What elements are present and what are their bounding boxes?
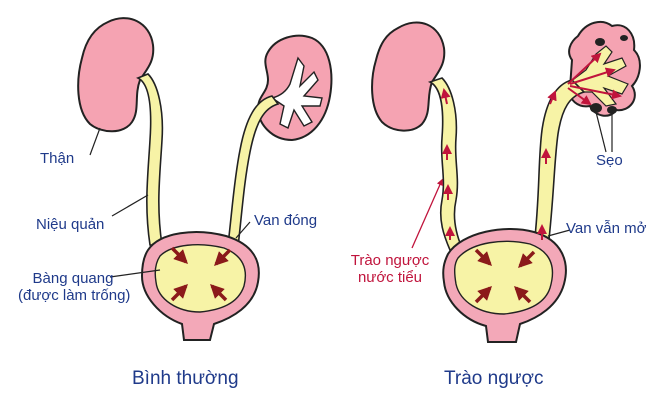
bladder-reflux-lumen: [453, 240, 554, 315]
caption-normal: Bình thường: [132, 368, 239, 389]
caption-reflux: Trào ngược: [444, 368, 544, 389]
label-ureter: Niệu quản: [36, 216, 105, 233]
reflux-flow-arrows: [440, 52, 622, 240]
label-urine-reflux: Trào ngược nước tiểu: [344, 252, 436, 286]
bladder-normal-lumen: [154, 244, 247, 313]
reflux-pointer: [411, 178, 443, 249]
ureter-left-normal: [136, 73, 164, 246]
label-reflux-line1: Trào ngược: [350, 252, 430, 269]
leader-lines-reflux: [547, 111, 613, 237]
leader-lines-normal: [89, 127, 251, 278]
kidney-scars: [590, 35, 628, 114]
reflux-diagram-panel: [371, 20, 641, 343]
normal-diagram: [77, 17, 333, 341]
kidney-left-reflux: [371, 21, 446, 132]
label-valve-closed: Van đóng: [254, 212, 318, 229]
contraction-arrows-normal: [170, 246, 232, 302]
label-valve-open: Van vẫn mở: [566, 220, 647, 237]
kidney-left-normal: [77, 17, 155, 133]
contraction-arrows-reflux: [474, 248, 536, 304]
label-bladder-line1: Bàng quang: [32, 270, 114, 287]
kidney-right-normal-pelvis: [270, 56, 323, 129]
label-reflux-line2: nước tiểu: [357, 269, 423, 286]
label-bladder-line2: (được làm trống): [18, 287, 131, 304]
label-bladder: Bàng quang (được làm trống): [18, 270, 131, 304]
label-kidney: Thận: [40, 150, 75, 167]
label-scar: Sẹo: [596, 152, 623, 169]
